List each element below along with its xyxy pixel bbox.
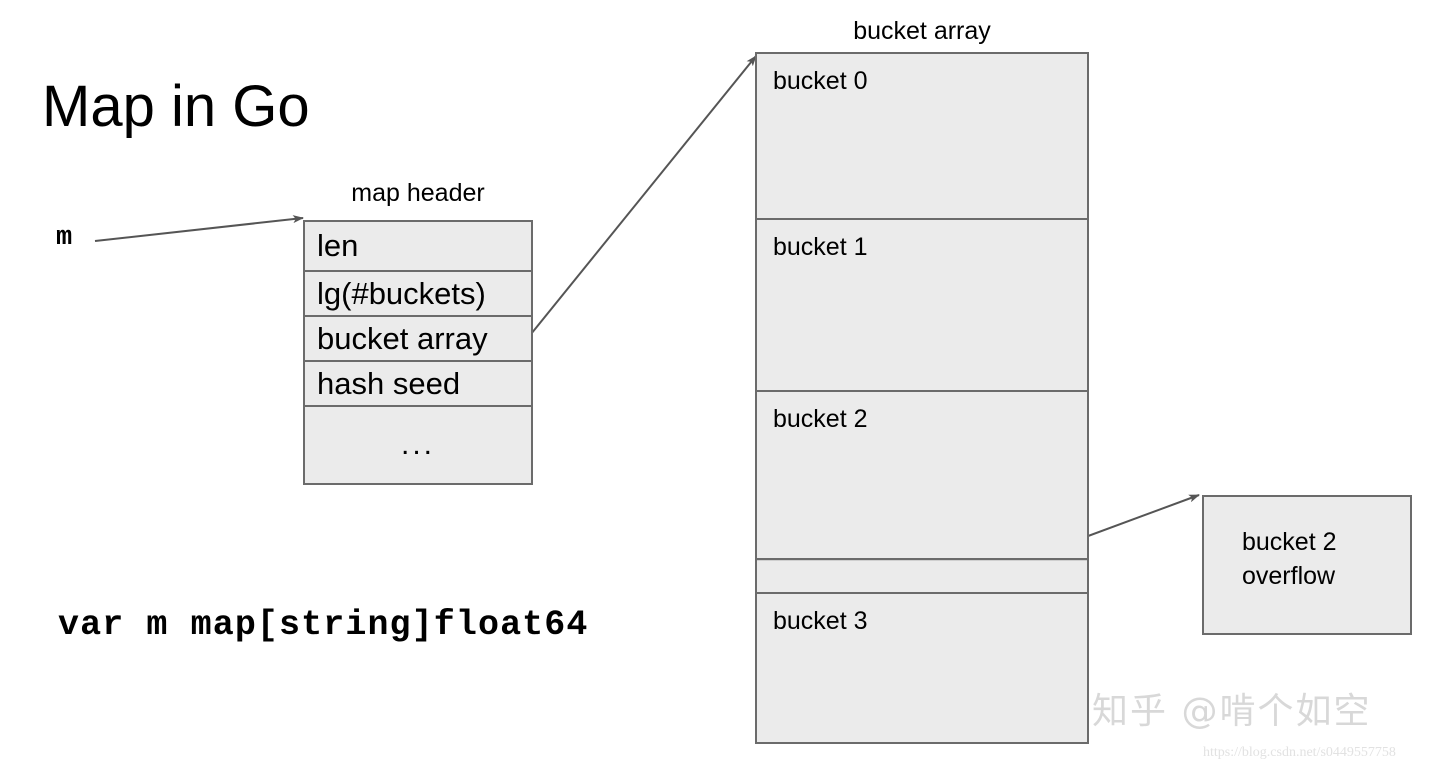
bucket-row-1: bucket 1 (757, 220, 1087, 392)
arrow-m-to-map-header (94, 215, 304, 242)
variable-label-m: m (56, 223, 73, 253)
bucket-array-box: bucket 0 bucket 1 bucket 2 bucket 3 (755, 52, 1089, 744)
bucket-row-3: bucket 3 (773, 607, 868, 635)
bucket-row-0: bucket 0 (757, 54, 1087, 220)
map-header-caption: map header (351, 179, 485, 207)
code-declaration: var m map[string]float64 (58, 605, 589, 645)
map-header-box: len lg(#buckets) bucket array hash seed … (303, 220, 533, 485)
map-header-row-len: len (305, 222, 531, 272)
bucket-2-overflow-pointer-slot (757, 560, 1087, 594)
map-header-row-hash-seed: hash seed (305, 362, 531, 407)
map-header-row-ellipsis: ... (400, 428, 435, 461)
watermark-url: https://blog.csdn.net/s0449557758 (1203, 745, 1396, 760)
bucket-row-2-label: bucket 2 (773, 405, 868, 433)
overflow-box-line-2: overflow (1242, 562, 1336, 590)
overflow-box-line-1: bucket 2 (1242, 528, 1337, 556)
watermark-zhihu: 知乎 @啃个如空 (1092, 691, 1372, 732)
page-title: Map in Go (42, 74, 310, 139)
bucket-row-2: bucket 2 (757, 392, 1087, 560)
map-header-row-lg-buckets: lg(#buckets) (305, 272, 531, 317)
bucket-array-caption: bucket array (853, 17, 991, 45)
bucket-2-overflow-box: bucket 2 overflow (1202, 495, 1412, 635)
map-header-row-bucket-array: bucket array (305, 317, 531, 362)
arrow-bucket-array-field-to-bucket-array (526, 55, 757, 340)
